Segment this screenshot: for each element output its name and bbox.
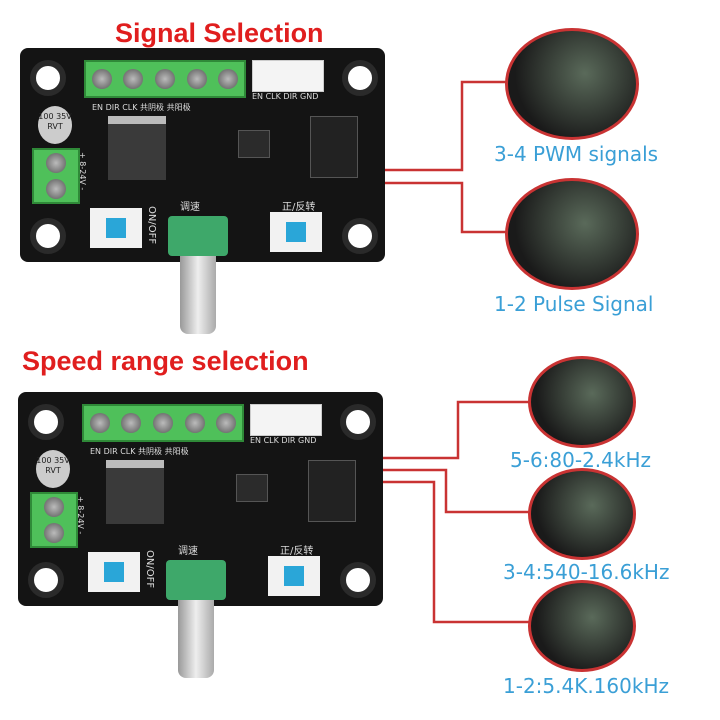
- signal-connector: [250, 404, 322, 436]
- zoom-jumper-pwm: [505, 28, 639, 140]
- potentiometer-shaft: [180, 256, 216, 334]
- terminal-labels: EN DIR CLK 共阴极 共阳极: [90, 447, 189, 456]
- capacitor: 100 35V RVT: [36, 450, 70, 488]
- pot-label: 调速: [180, 202, 200, 213]
- mount-hole: [28, 404, 64, 440]
- label-pulse: 1-2 Pulse Signal: [494, 292, 654, 316]
- jumper-header[interactable]: [308, 460, 356, 522]
- mount-hole: [30, 60, 66, 96]
- callout-line-3-4: [362, 468, 532, 514]
- voltage-regulator: [106, 460, 164, 524]
- mount-hole: [340, 404, 376, 440]
- label-pwm: 3-4 PWM signals: [494, 142, 659, 166]
- direction-label: 正/反转: [282, 202, 316, 213]
- signal-terminal-block: [82, 404, 244, 442]
- zoom-jumper-1-2: [528, 580, 636, 672]
- connector-labels: EN CLK DIR GND: [250, 436, 317, 445]
- signal-selection-title: Signal Selection: [115, 18, 324, 48]
- power-switch[interactable]: [88, 552, 140, 592]
- zoom-jumper-3-4: [528, 468, 636, 560]
- speed-range-title: Speed range selection: [22, 346, 309, 376]
- power-terminal: [30, 492, 78, 548]
- callout-line-5-6: [362, 400, 532, 460]
- speed-potentiometer[interactable]: [168, 216, 228, 256]
- label-1-2: 1-2:5.4K.160kHz: [503, 674, 669, 698]
- zoom-jumper-5-6: [528, 356, 636, 448]
- direction-label: 正/反转: [280, 546, 314, 557]
- jumper-header[interactable]: [310, 116, 358, 178]
- mount-hole: [342, 218, 378, 254]
- signal-terminal-block: [84, 60, 246, 98]
- mount-hole: [340, 562, 376, 598]
- direction-switch[interactable]: [268, 556, 320, 596]
- switch-label: ON/OFF: [146, 206, 157, 245]
- potentiometer-shaft: [178, 600, 214, 678]
- direction-switch[interactable]: [270, 212, 322, 252]
- callout-line-pulse: [368, 181, 512, 234]
- connector-labels: EN CLK DIR GND: [252, 92, 319, 101]
- signal-connector: [252, 60, 324, 92]
- power-switch[interactable]: [90, 208, 142, 248]
- driver-chip: [238, 130, 270, 158]
- power-label: + 8-24V -: [76, 496, 85, 535]
- voltage-regulator: [108, 116, 166, 180]
- mount-hole: [28, 562, 64, 598]
- mount-hole: [30, 218, 66, 254]
- pot-label: 调速: [178, 546, 198, 557]
- capacitor: 100 35V RVT: [38, 106, 72, 144]
- switch-label: ON/OFF: [144, 550, 155, 589]
- zoom-jumper-pulse: [505, 178, 639, 290]
- driver-chip: [236, 474, 268, 502]
- speed-potentiometer[interactable]: [166, 560, 226, 600]
- power-terminal: [32, 148, 80, 204]
- callout-line-pwm: [368, 80, 512, 172]
- terminal-labels: EN DIR CLK 共阴极 共阳极: [92, 103, 191, 112]
- callout-line-1-2: [362, 480, 532, 624]
- power-label: + 8-24V -: [78, 152, 87, 191]
- mount-hole: [342, 60, 378, 96]
